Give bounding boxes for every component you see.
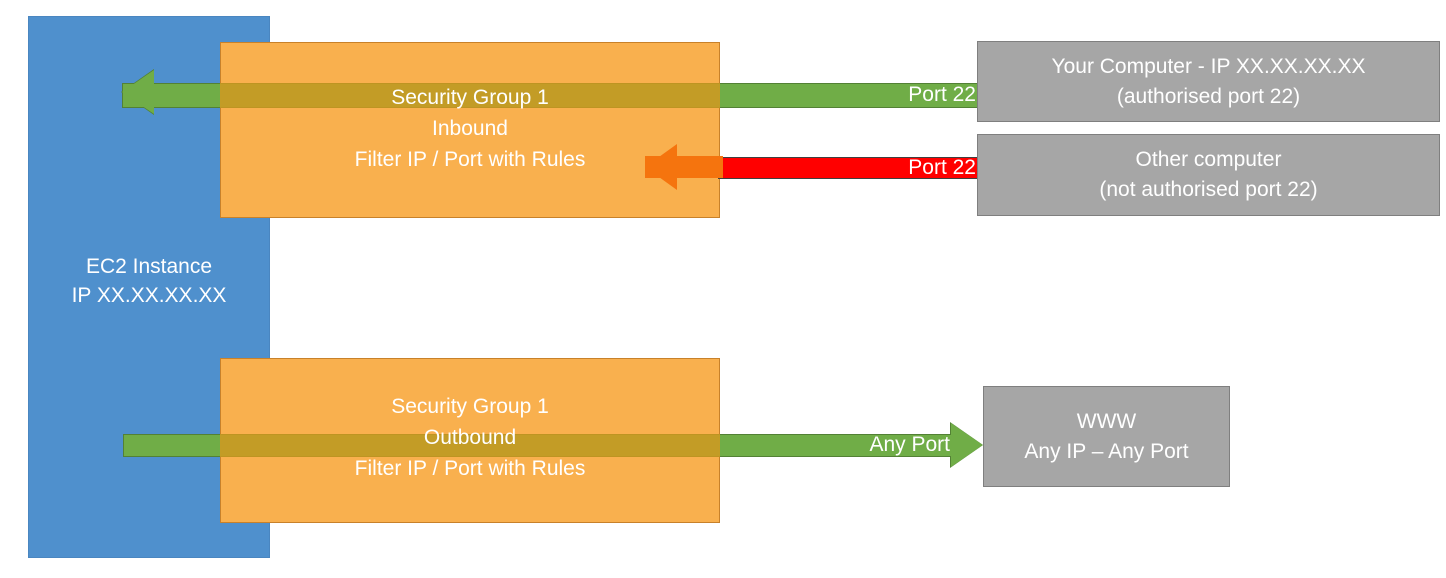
- www-note: Any IP – Any Port: [1024, 439, 1189, 463]
- ec2-instance-name: EC2 Instance: [85, 255, 213, 278]
- www-name: WWW: [1076, 409, 1137, 433]
- endpoint-other-computer-box: Other computer (not authorised port 22): [977, 134, 1440, 216]
- other-computer-name: Other computer: [1135, 148, 1282, 171]
- other-computer-note: (not authorised port 22): [1099, 178, 1318, 201]
- ec2-instance-ip: IP XX.XX.XX.XX: [71, 284, 227, 307]
- inbound-allowed-arrow-shaft: [122, 83, 979, 108]
- inbound-blocked-arrowhead-icon: [645, 144, 677, 190]
- ec2-instance-label: EC2 Instance IP XX.XX.XX.XX: [28, 252, 270, 310]
- your-computer-note: (authorised port 22): [1116, 84, 1301, 108]
- inbound-allowed-arrowhead-icon: [122, 70, 154, 114]
- outbound-allowed-arrowhead-icon: [951, 423, 983, 467]
- security-group-inbound-box: [220, 42, 720, 218]
- inbound-blocked-arrow-shaft: [718, 157, 980, 179]
- endpoint-www-box: WWW Any IP – Any Port: [983, 386, 1230, 487]
- your-computer-name: Your Computer - IP XX.XX.XX.XX: [1051, 54, 1366, 78]
- endpoint-your-computer-box: Your Computer - IP XX.XX.XX.XX (authoris…: [977, 41, 1440, 122]
- outbound-allowed-arrow-shaft: [123, 434, 953, 457]
